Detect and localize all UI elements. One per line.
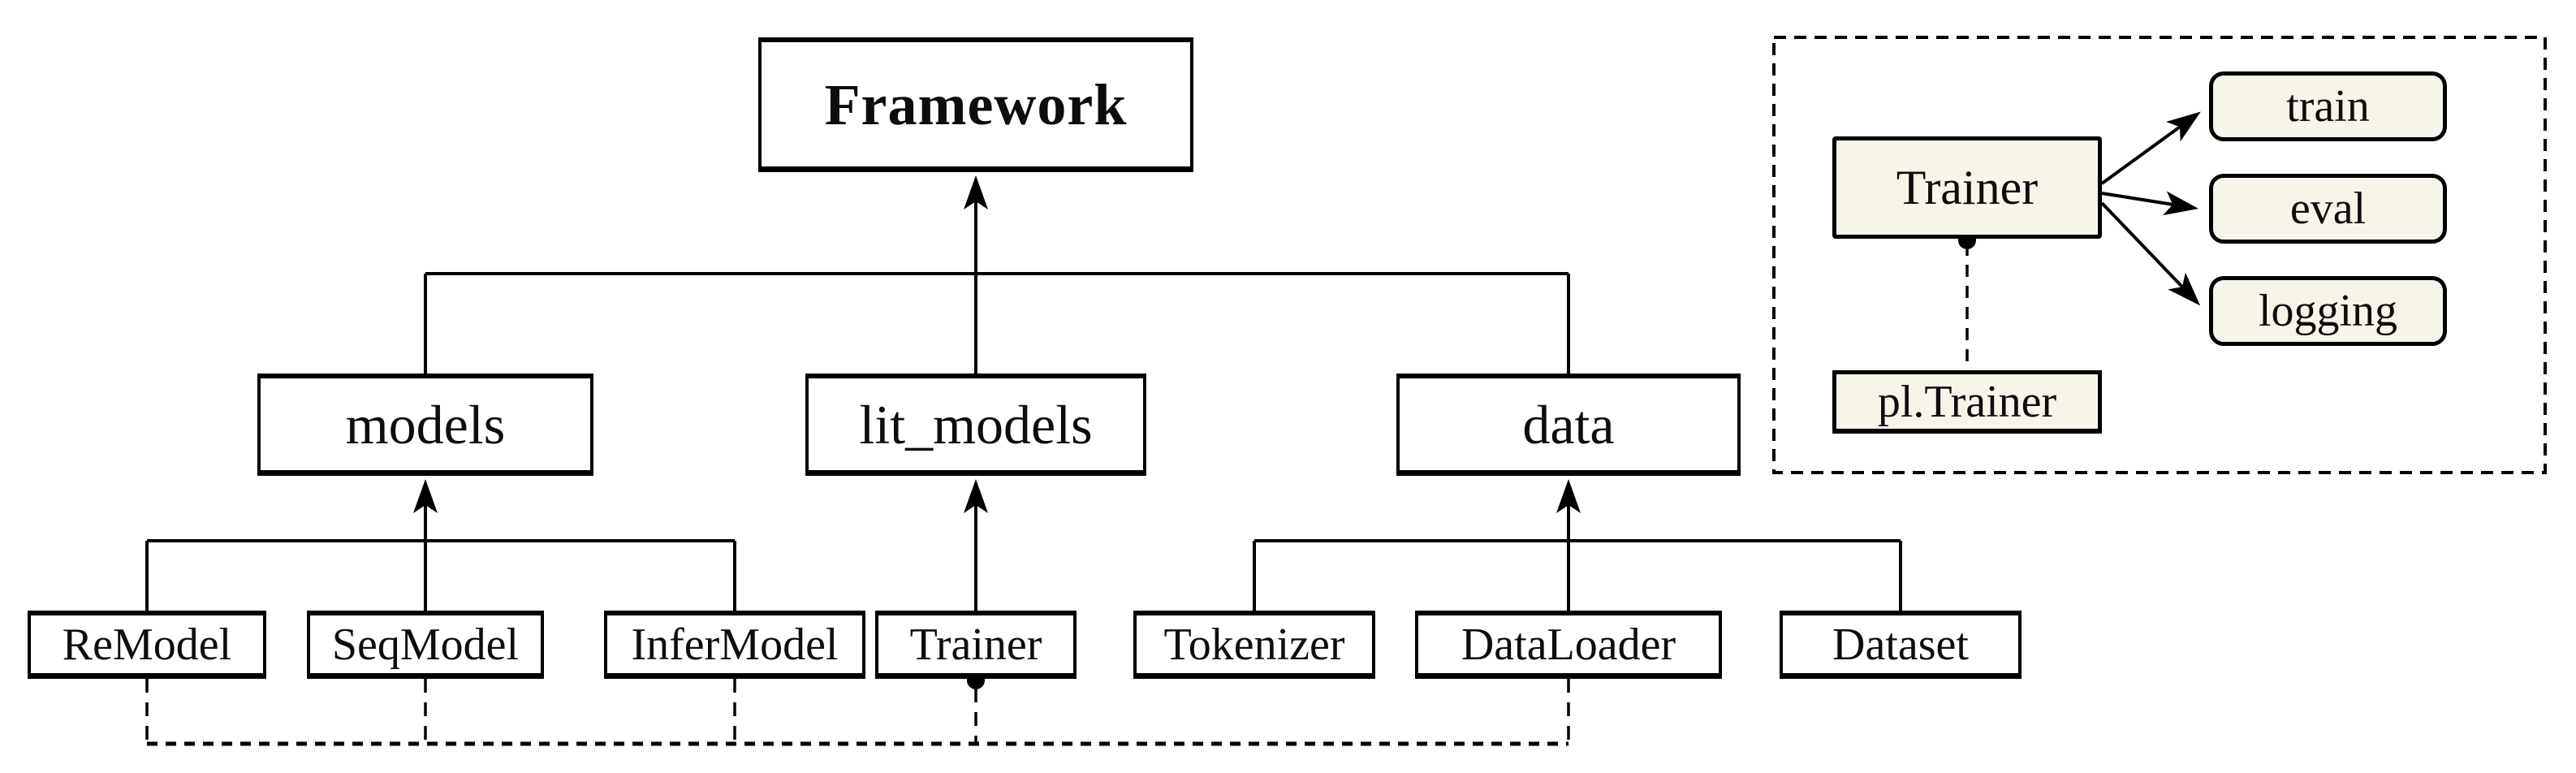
node-remodel: ReModel bbox=[28, 611, 266, 679]
node-dataloader: DataLoader bbox=[1415, 611, 1722, 679]
edge-trainer-eval bbox=[2101, 191, 2198, 216]
node-lit-models: lit_models bbox=[805, 374, 1146, 476]
node-pl-trainer: pl.Trainer bbox=[1832, 370, 2102, 434]
edge-trainer-train bbox=[2100, 111, 2201, 185]
node-logging-method: logging bbox=[2209, 276, 2447, 346]
node-data: data bbox=[1396, 374, 1741, 476]
node-dataset: Dataset bbox=[1780, 611, 2022, 679]
node-trainer: Trainer bbox=[875, 611, 1077, 679]
node-eval-method: eval bbox=[2209, 174, 2447, 244]
node-trainer-detail: Trainer bbox=[1832, 136, 2102, 239]
edge-trainer-logging bbox=[2100, 201, 2201, 306]
node-models: models bbox=[257, 374, 593, 476]
node-framework: Framework bbox=[758, 37, 1193, 172]
node-tokenizer: Tokenizer bbox=[1133, 611, 1375, 679]
node-infermodel: InferModel bbox=[604, 611, 865, 679]
inset-panel-border bbox=[1772, 36, 2547, 474]
node-seqmodel: SeqModel bbox=[307, 611, 544, 679]
node-train-method: train bbox=[2209, 71, 2447, 141]
